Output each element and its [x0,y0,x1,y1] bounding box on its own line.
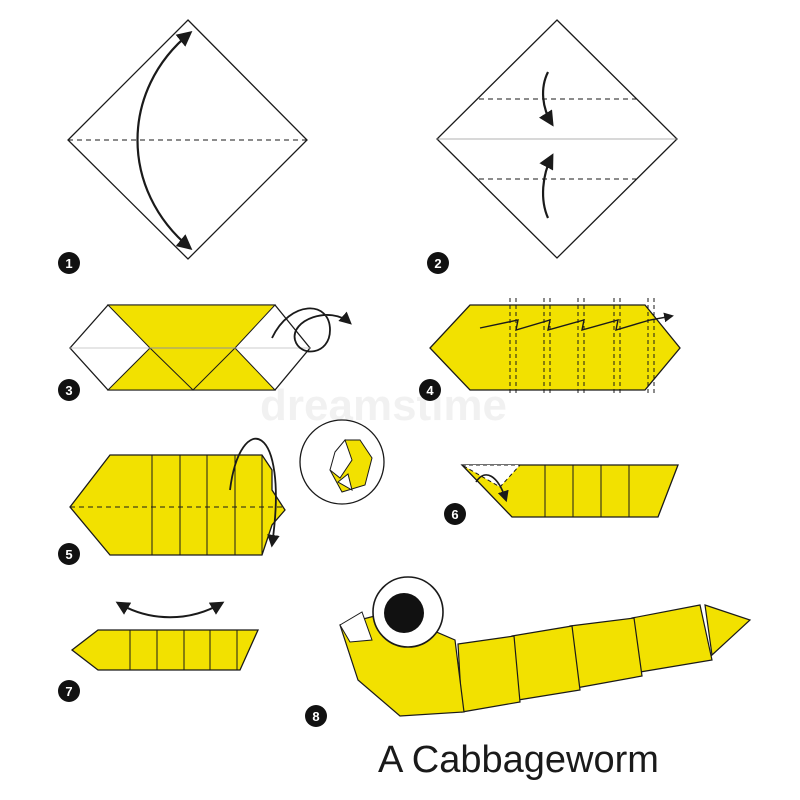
step-6-figure [460,464,679,518]
step-8-figure [339,576,752,717]
flip-over-arrow-icon [271,307,352,353]
fold-arrow-icon [136,31,193,250]
diagram-title: A Cabbageworm [378,739,659,781]
step-badge-1: 1 [58,252,80,274]
step-badge-5: 5 [58,543,80,565]
svg-text:5: 5 [65,547,72,562]
shape-arrow-icon [115,601,225,619]
svg-text:4: 4 [426,383,434,398]
step-badge-6: 6 [444,503,466,525]
step-3-figure [69,304,352,391]
fold-arrow-icon [538,71,554,127]
watermark: dreamstime [260,381,507,430]
step-2-figure [436,19,678,259]
pleat-fold-arrow-icon [479,312,674,331]
step-badge-7: 7 [58,680,80,702]
step-1-figure [67,19,308,260]
svg-text:6: 6 [451,507,458,522]
step-badge-2: 2 [427,252,449,274]
step-4-figure [429,298,681,395]
fold-arrow-icon [229,437,280,548]
svg-text:8: 8 [312,709,319,724]
fold-arrow-icon [475,474,509,503]
svg-text:2: 2 [434,256,441,271]
step-badge-4: 4 [419,379,441,401]
step-badge-8: 8 [305,705,327,727]
eye-pupil [384,593,424,633]
step-5-figure [69,419,385,556]
fold-arrow-icon [539,153,554,219]
svg-text:7: 7 [65,684,72,699]
step-7-figure [70,601,260,671]
svg-text:1: 1 [65,256,72,271]
svg-text:3: 3 [65,383,72,398]
step-badge-3: 3 [58,379,80,401]
